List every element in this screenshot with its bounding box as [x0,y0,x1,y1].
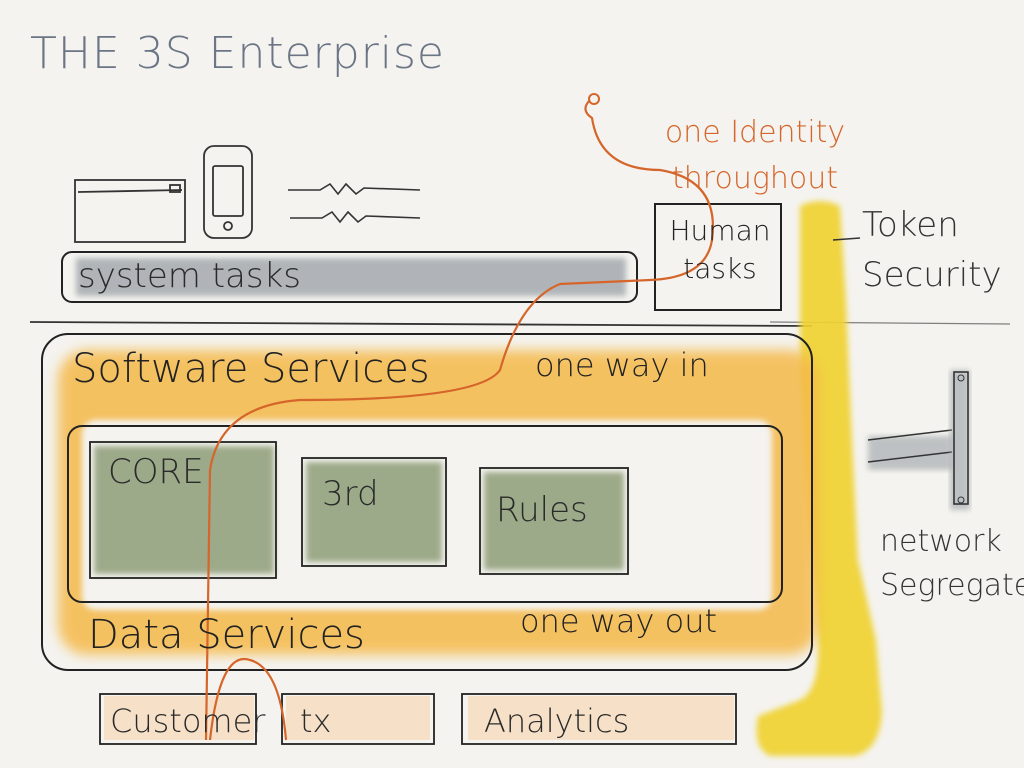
core-box-label: CORE [108,452,204,492]
identity-line1: one Identity [664,115,846,150]
system-tasks-label: system tasks [78,256,302,296]
rules-box-fill [484,472,624,570]
token-security-label: Token Security [862,200,1002,300]
third-box-fill [306,462,442,562]
analytics-store-fill [468,696,734,740]
analytics-store-label: Analytics [484,702,630,740]
token-security-band [756,201,882,756]
human-tasks-label: Human tasks [660,212,780,288]
network-line1: network [880,524,1002,559]
network-line2: Segregate [880,568,1024,603]
identity-annotation: one Identity throughout [625,110,885,202]
core-area-outline [67,425,783,603]
third-party-box-label: 3rd [322,474,379,514]
customer-store-label: Customer [110,702,266,740]
page-title: THE 3S Enterprise [30,28,445,79]
identity-flow-line [204,99,714,741]
customer-store-fill [104,696,254,740]
token-line1: Token [862,205,959,245]
desktop-window-icon [74,179,186,243]
human-tasks-line2: tasks [683,252,757,285]
analytics-store-outline [461,693,737,745]
rules-box-label: Rules [496,490,588,530]
software-services-label: Software Services [72,346,430,392]
services-outline [41,333,813,671]
token-line2: Security [862,255,1002,295]
tx-store-outline [281,693,435,745]
signal-squiggle-icon [288,182,421,224]
human-tasks-line1: Human [669,214,771,247]
human-tasks-box [654,203,782,311]
third-box-outline [301,457,447,567]
rules-box-outline [479,467,629,575]
network-firewall [867,370,970,510]
core-box-fill [94,446,274,574]
customer-store-outline [99,693,257,745]
data-services-label: Data Services [88,612,365,658]
core-box-outline [89,441,277,579]
network-segregate-label: network Segregate [880,520,1024,608]
system-tasks-band [61,251,638,303]
layer-divider [29,321,813,327]
identity-line2: throughout [672,161,838,196]
tx-store-fill [286,696,430,740]
phone-icon [203,145,253,239]
one-way-in-label: one way in [535,346,709,384]
tx-store-label: tx [300,702,332,740]
one-way-out-label: one way out [520,602,718,640]
